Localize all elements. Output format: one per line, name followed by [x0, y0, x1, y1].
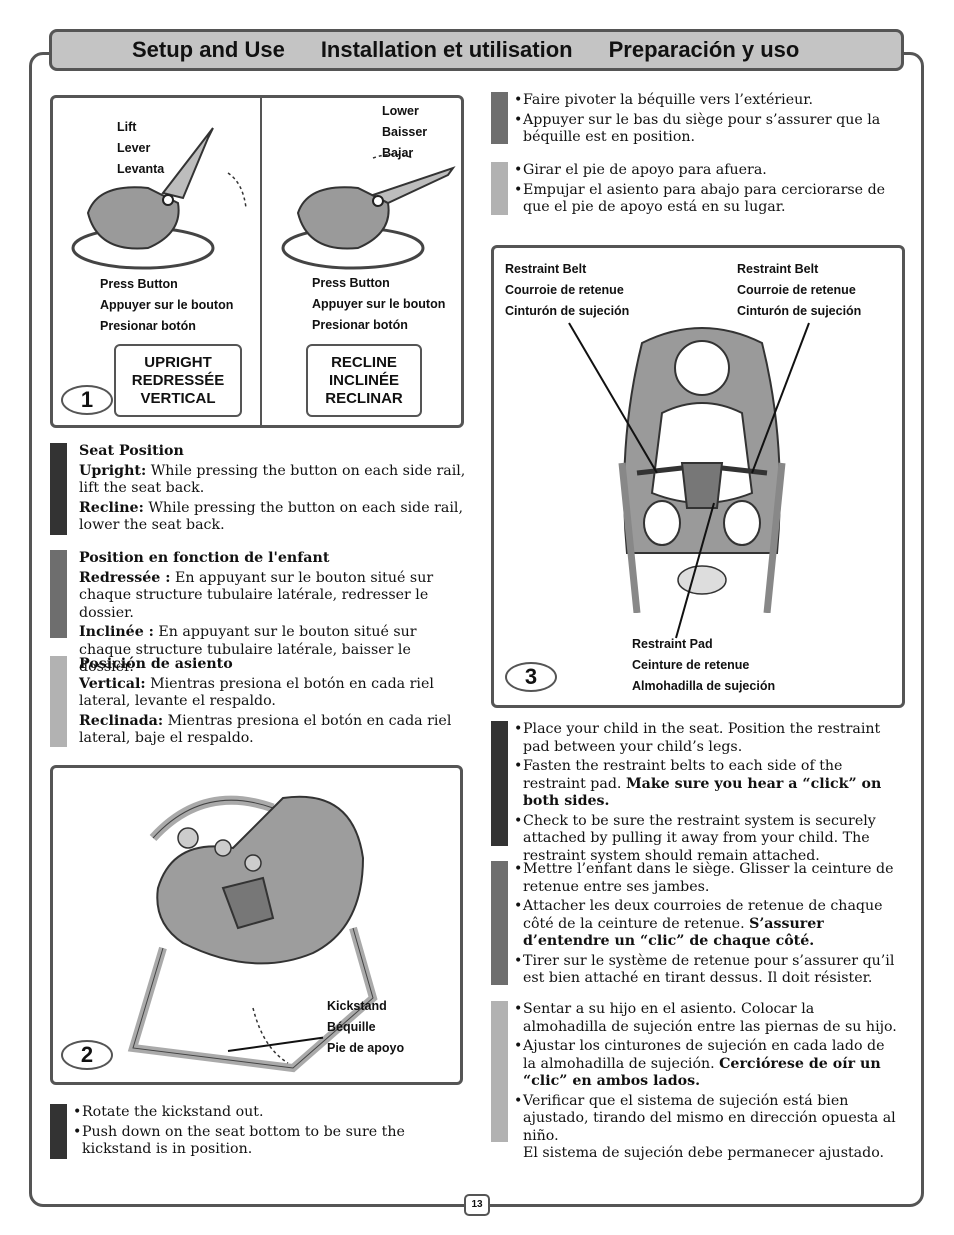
header-title-es: Preparación y uso	[608, 37, 800, 62]
kickstand-text-es: Girar el pie de apoyo para afuera. Empuj…	[491, 162, 901, 215]
restraint-text-en: Place your child in the seat. Position t…	[491, 721, 901, 864]
kick-es-bullet-2: Empujar el asiento para abajo para cerci…	[514, 182, 901, 217]
restraint-fr-bullet-1: Mettre l’enfant dans le siège. Glisser l…	[514, 861, 901, 896]
restraint-es-bullet-3: Verificar que el sistema de sujeción est…	[514, 1093, 901, 1163]
step2-number: 2	[61, 1040, 113, 1070]
lang-bar-es	[50, 656, 67, 747]
seat-upright-illustration	[71, 127, 247, 270]
seat-recline-illustration	[281, 153, 456, 270]
seat-title-es: Posición de asiento	[79, 656, 233, 672]
lang-bar-fr	[50, 550, 67, 638]
step3-leader-lines	[568, 322, 810, 639]
seat-position-fr: Position en fonction de l'enfant Redress…	[50, 550, 468, 675]
restraint-es-bullet-1: Sentar a su hijo en el asiento. Colocar …	[514, 1001, 901, 1036]
seat-position-en: Seat Position Upright: While pressing th…	[50, 443, 468, 535]
kick-fr-bullet-1: Faire pivoter la béquille vers l’extérie…	[514, 92, 901, 110]
restraint-en-bullet-1: Place your child in the seat. Position t…	[514, 721, 901, 756]
kickstand-text-en: Rotate the kickstand out. Push down on t…	[50, 1104, 468, 1159]
restraint-en-bullet-2: Fasten the restraint belts to each side …	[514, 758, 901, 811]
restraint-en-bullet-3: Check to be sure the restraint system is…	[514, 813, 901, 866]
kick-en-bullet-2: Push down on the seat bottom to be sure …	[73, 1124, 468, 1159]
restraint-text-fr: Mettre l’enfant dans le siège. Glisser l…	[491, 861, 901, 988]
restraint-es-bullet-2: Ajustar los cinturones de sujeción en ca…	[514, 1038, 901, 1091]
restraint-fr-bullet-3: Tirer sur le système de retenue pour s’a…	[514, 953, 901, 988]
restraint-fr-bullet-2: Attacher les deux courroies de retenue d…	[514, 898, 901, 951]
kick-fr-bullet-2: Appuyer sur le bas du siège pour s’assur…	[514, 112, 901, 147]
kick-es-bullet-1: Girar el pie de apoyo para afuera.	[514, 162, 901, 180]
page-number: 13	[464, 1194, 490, 1216]
step1-number: 1	[61, 385, 113, 415]
header-title-en: Setup and Use	[132, 37, 285, 62]
seat-title-en: Seat Position	[79, 443, 184, 459]
header-title-fr: Installation et utilisation	[320, 37, 573, 62]
lang-bar-en	[50, 443, 67, 535]
step3-number: 3	[505, 662, 557, 692]
seat-title-fr: Position en fonction de l'enfant	[79, 550, 330, 566]
kickstand-text-fr: Faire pivoter la béquille vers l’extérie…	[491, 92, 901, 147]
restraint-text-es: Sentar a su hijo en el asiento. Colocar …	[491, 1001, 901, 1161]
kick-en-bullet-1: Rotate the kickstand out.	[73, 1104, 468, 1122]
page-header: Setup and Use Installation et utilisatio…	[49, 29, 904, 71]
child-restraint-illustration	[618, 327, 786, 613]
step1-divider	[260, 98, 262, 425]
bouncer-kickstand-illustration	[127, 795, 378, 1073]
seat-position-es: Posición de asiento Vertical: Mientras p…	[50, 656, 468, 747]
